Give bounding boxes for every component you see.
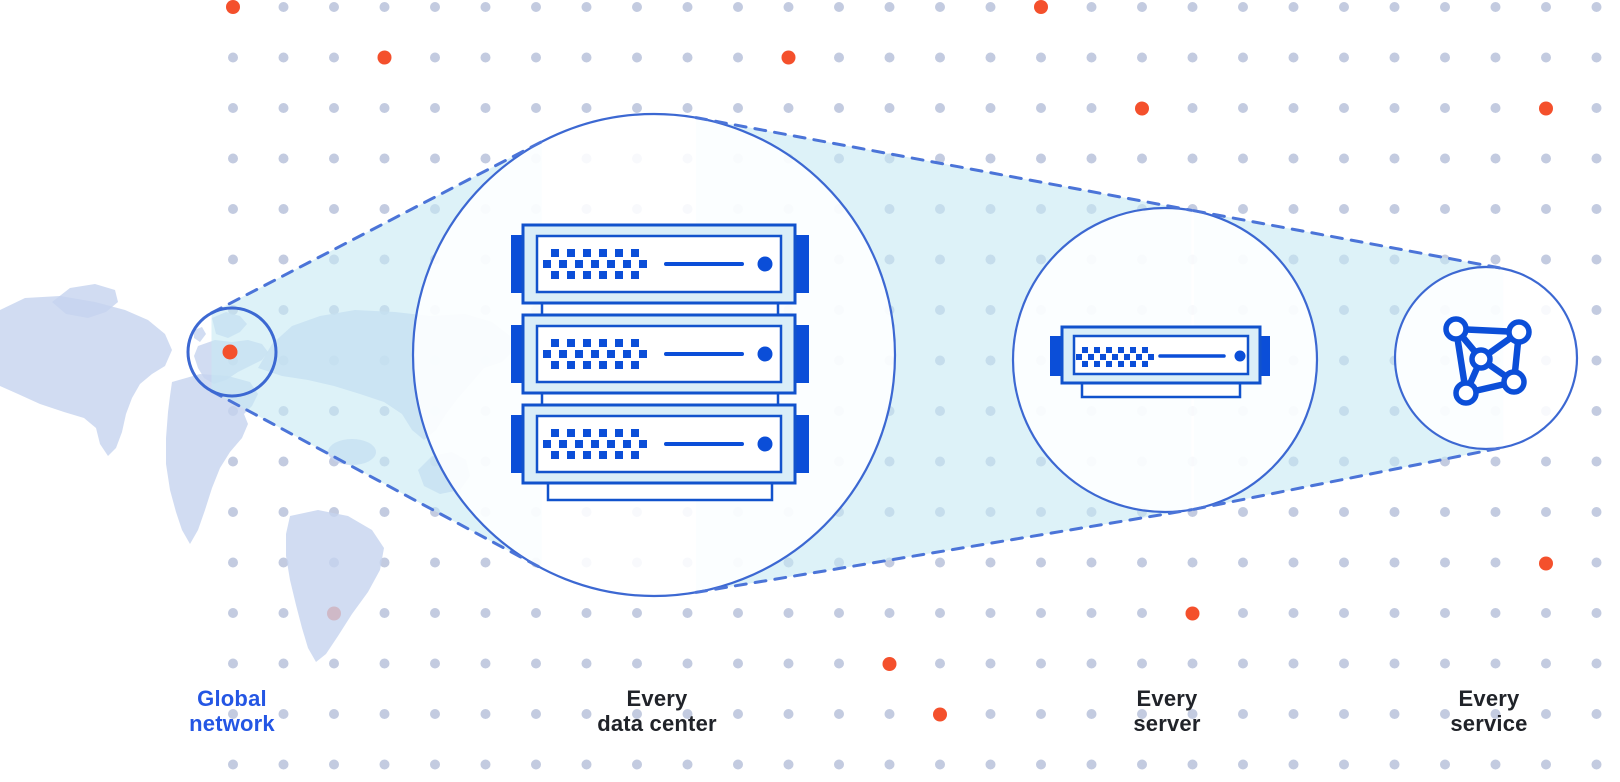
rack-unit [511, 313, 809, 395]
dashed-connectors [210, 116, 1505, 594]
label-line: Every [1136, 686, 1198, 711]
label-line: Every [626, 686, 688, 711]
server-rack-icon [511, 223, 809, 502]
label-line: service [1450, 711, 1528, 736]
rack-unit [511, 403, 809, 485]
server-icon [1050, 325, 1270, 399]
map-focus-circle [186, 306, 278, 398]
label-line: network [189, 711, 275, 736]
label-line: server [1133, 711, 1201, 736]
accent-dots [226, 0, 1553, 722]
label-line: Every [1458, 686, 1520, 711]
label-line: data center [597, 711, 717, 736]
label-global-network: Global network [122, 686, 342, 736]
rack-unit [511, 223, 809, 305]
mesh-network-icon [1443, 316, 1532, 406]
map-location-dot [222, 344, 238, 360]
label-every-data-center: Every data center [537, 686, 777, 736]
label-line: Global [197, 686, 267, 711]
label-every-service: Every service [1379, 686, 1599, 736]
label-every-server: Every server [1057, 686, 1277, 736]
